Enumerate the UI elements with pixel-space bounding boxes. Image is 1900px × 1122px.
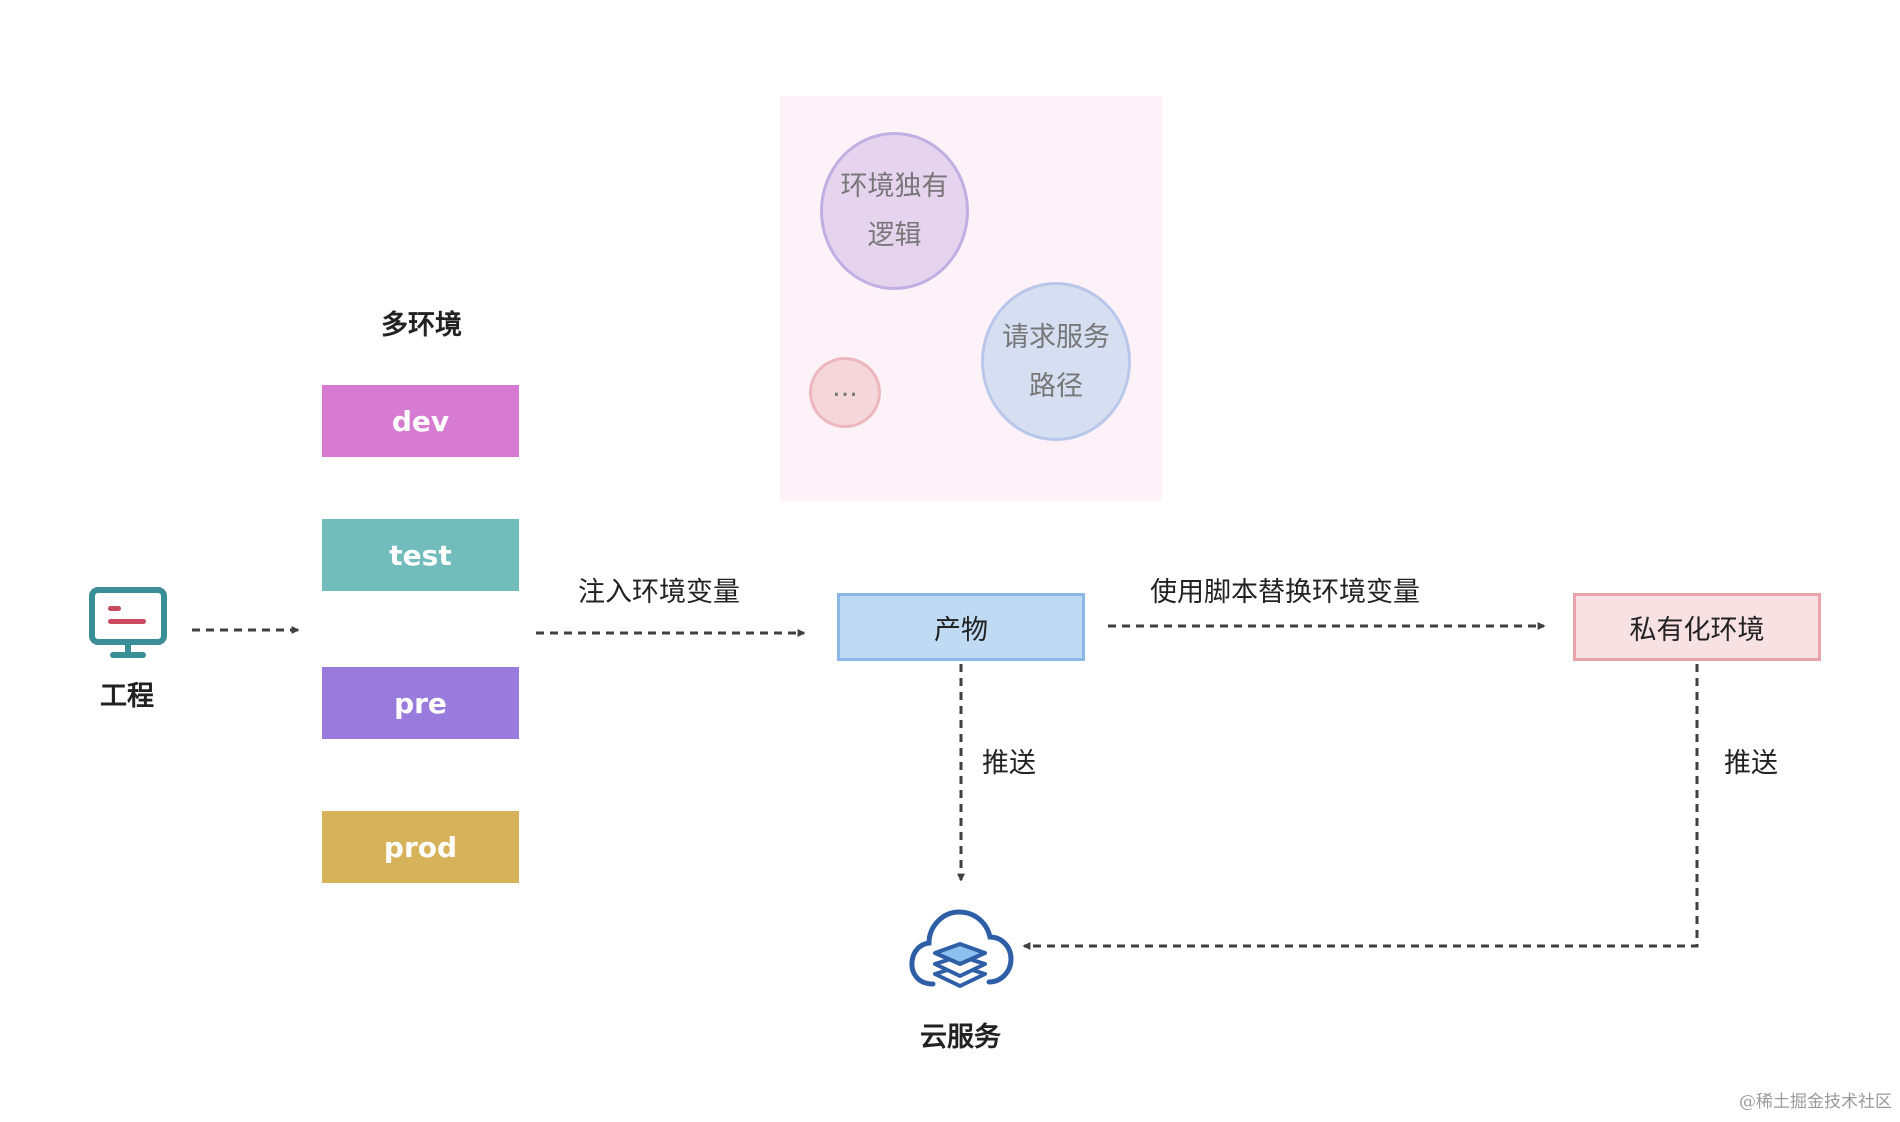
cloud-service-label: 云服务 [920, 1022, 1001, 1053]
cloud-service-icon [909, 909, 1014, 988]
monitor-icon [89, 587, 167, 658]
private-env-box: 私有化环境 [1573, 593, 1821, 661]
envs-title: 多环境 [381, 310, 462, 341]
label-push-artifact: 推送 [982, 748, 1036, 779]
env-dev: dev [322, 385, 519, 457]
label-replace: 使用脚本替换环境变量 [1150, 577, 1420, 608]
label-inject: 注入环境变量 [578, 577, 740, 608]
project-label: 工程 [100, 681, 154, 712]
watermark: @稀土掘金技术社区 [1739, 1092, 1892, 1112]
artifact-box: 产物 [837, 593, 1085, 661]
env-logic-panel: 环境独有逻辑 请求服务路径 ... [780, 96, 1162, 501]
env-pre: pre [322, 667, 519, 739]
label-push-private: 推送 [1724, 748, 1778, 779]
bubble-env-logic: 环境独有逻辑 [820, 132, 969, 290]
env-prod: prod [322, 811, 519, 883]
bubble-more: ... [809, 357, 881, 428]
env-test: test [322, 519, 519, 591]
bubble-request-path: 请求服务路径 [981, 282, 1131, 441]
arrow-private-push [1022, 664, 1699, 950]
